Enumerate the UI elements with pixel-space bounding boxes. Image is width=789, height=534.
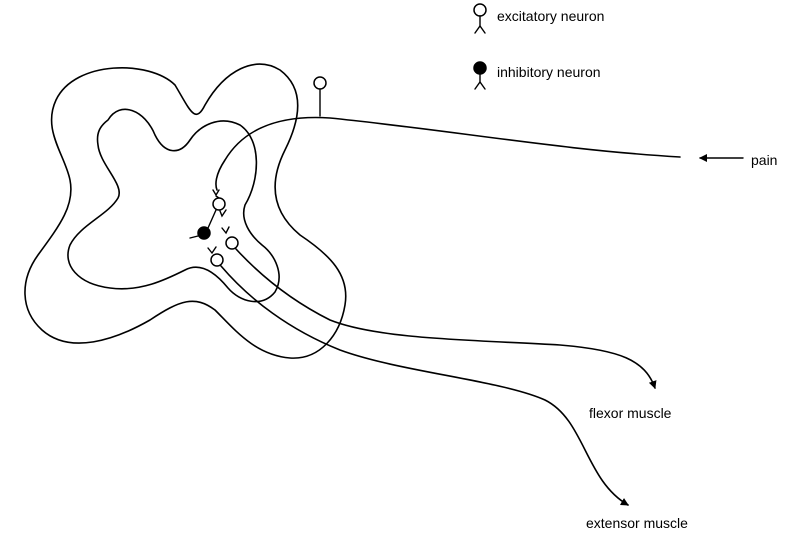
sensory-neuron-body bbox=[314, 77, 326, 89]
inhibitory-legend-label: inhibitory neuron bbox=[497, 64, 601, 80]
synapse-terminal bbox=[220, 210, 226, 216]
synapse-terminal bbox=[208, 247, 216, 253]
synapse-terminal bbox=[222, 227, 229, 233]
spinal-cord-outline bbox=[25, 64, 346, 358]
flexor-motor-neuron-body bbox=[226, 237, 238, 249]
interneuron-connection bbox=[208, 210, 216, 228]
flexor-motor-axon bbox=[236, 249, 655, 388]
excitatory-legend-label: excitatory neuron bbox=[497, 8, 604, 24]
synapse-terminal bbox=[213, 190, 219, 195]
grey-matter-outline bbox=[68, 109, 279, 301]
flexor-muscle-label: flexor muscle bbox=[589, 405, 672, 421]
excitatory-interneuron-body bbox=[213, 198, 225, 210]
pain-label: pain bbox=[751, 152, 777, 168]
extensor-muscle-label: extensor muscle bbox=[586, 515, 688, 531]
extensor-motor-neuron-body bbox=[211, 254, 223, 266]
legend: excitatory neuron inhibitory neuron bbox=[474, 4, 604, 89]
extensor-motor-axon bbox=[221, 266, 628, 505]
interneuron-connection bbox=[190, 236, 198, 238]
inhibitory-neuron-symbol bbox=[474, 62, 486, 89]
inhibitory-interneuron-body bbox=[198, 227, 210, 239]
excitatory-neuron-symbol bbox=[474, 4, 486, 33]
pain-afferent-fiber bbox=[216, 118, 680, 190]
